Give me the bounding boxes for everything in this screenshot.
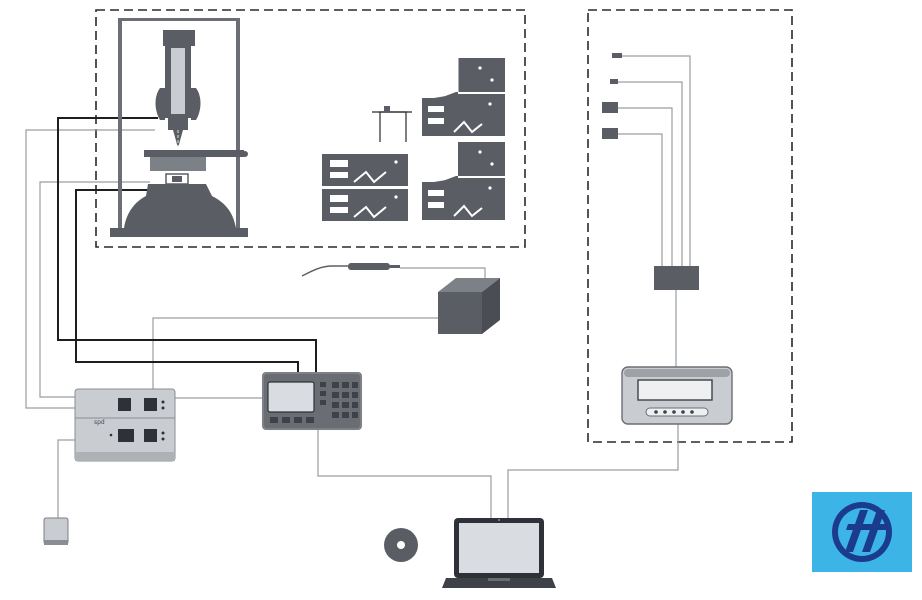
wire-daq-laptop [317, 430, 492, 518]
sensor-area-frame [587, 9, 793, 443]
wire-daq-frame-top [57, 117, 317, 372]
wire-foot-switch [57, 439, 75, 518]
junction-box-icon [438, 278, 500, 334]
daq-screen [267, 381, 315, 413]
controller-display-4 [144, 429, 157, 442]
wire-sensor-2 [618, 81, 683, 266]
sensor-hub-icon [654, 266, 699, 290]
flat-plate-fixture [322, 154, 408, 221]
controller-brand-label: spd [94, 419, 105, 426]
display-meter-icon [621, 366, 733, 425]
cable-sensor-icon [301, 263, 400, 277]
meter-screen [637, 379, 713, 401]
sensor-plug-2 [610, 79, 618, 84]
sensor-plug-1 [612, 53, 622, 58]
sensor-plug-4 [602, 128, 618, 139]
test-area-frame [95, 9, 526, 248]
wire-controller-junction [152, 317, 438, 390]
test-frame-icon [110, 18, 248, 237]
bent-plate-fixture-upper [422, 58, 505, 136]
wire-controller-frame-1 [25, 129, 155, 409]
data-acquisition-icon [262, 372, 362, 430]
bent-plate-fixture-lower [422, 142, 505, 220]
fixture-icon [322, 58, 505, 221]
u-bracket-fixture [372, 106, 412, 142]
wire-sensor-1 [622, 55, 691, 266]
controller-display-3 [118, 429, 134, 442]
controller-unit-icon: spd [74, 388, 176, 462]
wire-sensor-junction [400, 267, 486, 280]
sensor-plug-3 [602, 102, 618, 113]
wire-display-laptop [507, 424, 679, 518]
thick-wires [57, 117, 317, 372]
company-logo-icon [812, 492, 912, 572]
wire-controller-frame-2 [39, 181, 150, 398]
laptop-icon [442, 518, 556, 588]
wire-daq-frame-bottom [75, 189, 299, 372]
sensor-leads [602, 53, 622, 139]
cd-disc-icon [384, 528, 418, 562]
laptop-screen [459, 523, 539, 573]
wire-sensor-4 [618, 133, 663, 266]
controller-display-2 [144, 398, 157, 411]
foot-switch-icon [43, 517, 69, 545]
wire-sensor-3 [618, 107, 673, 266]
controller-display-1 [118, 398, 131, 411]
daq-keypad [332, 382, 358, 418]
thin-wires [25, 55, 691, 518]
